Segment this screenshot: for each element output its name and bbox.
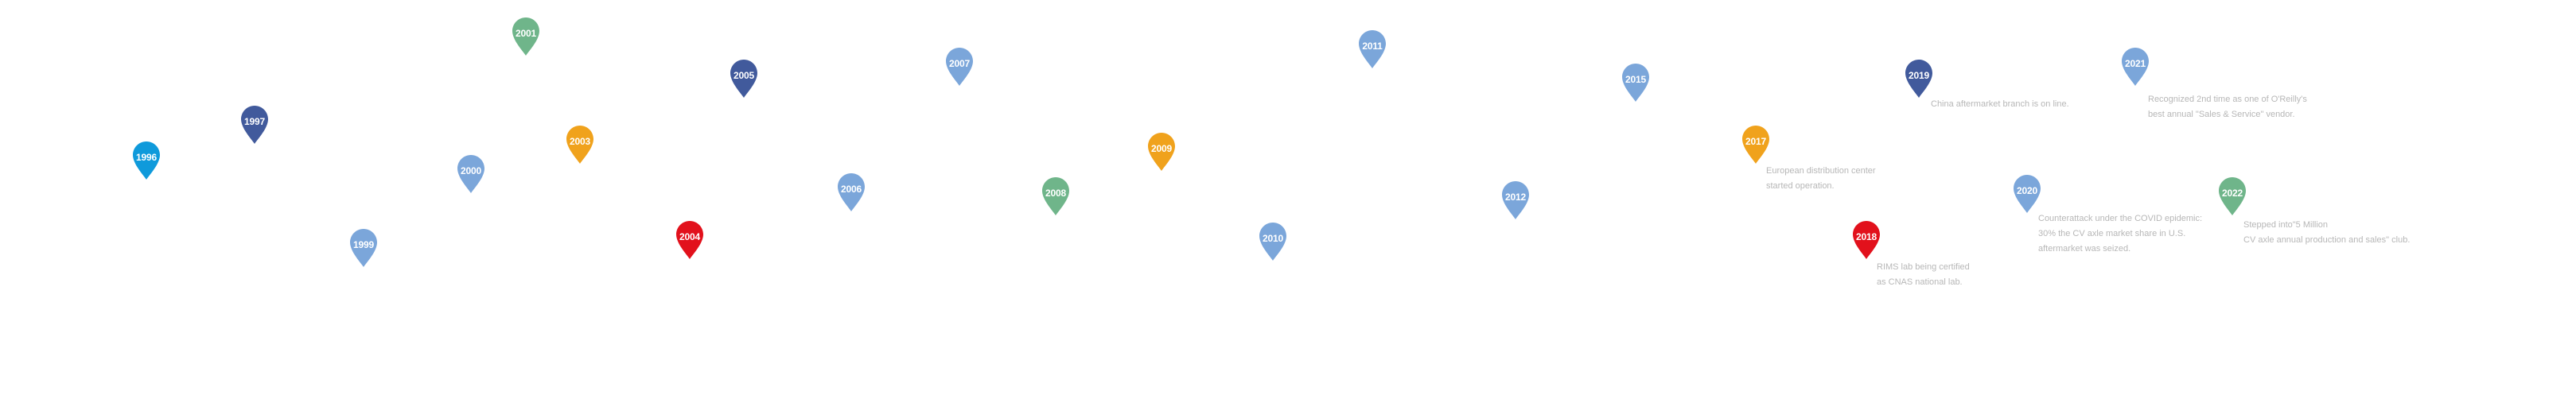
milestone-year: 2000 bbox=[461, 165, 481, 176]
note-line: Recognized 2nd time as one of O'Reilly's bbox=[2148, 95, 2307, 104]
milestone-year: 1996 bbox=[136, 152, 157, 163]
milestone-pin-2004: 2004 bbox=[675, 219, 705, 261]
note-line: RIMS lab being certified bbox=[1877, 262, 1970, 272]
milestone-year: 1999 bbox=[353, 239, 374, 250]
milestone-year: 2018 bbox=[1856, 231, 1877, 242]
milestone-pin-1996: 1996 bbox=[131, 140, 161, 181]
map-pin-icon bbox=[241, 106, 268, 144]
milestone-note-2017: European distribution center started ope… bbox=[1766, 164, 1876, 194]
note-line: European distribution center bbox=[1766, 166, 1876, 176]
map-pin-icon bbox=[1622, 64, 1649, 102]
milestone-year: 2020 bbox=[2017, 185, 2037, 196]
milestone-note-2020: Counterattack under the COVID epidemic: … bbox=[2038, 211, 2202, 257]
note-line: as CNAS national lab. bbox=[1877, 277, 1963, 287]
milestone-pin-2017: 2017 bbox=[1741, 124, 1771, 165]
milestone-year: 2011 bbox=[1362, 41, 1383, 52]
milestone-year: 2006 bbox=[841, 184, 862, 195]
milestone-year: 2021 bbox=[2125, 58, 2146, 69]
map-pin-icon bbox=[1742, 126, 1769, 164]
milestone-pin-2021: 2021 bbox=[2120, 46, 2150, 87]
milestone-pin-2006: 2006 bbox=[836, 172, 866, 213]
map-pin-icon bbox=[133, 141, 160, 180]
milestone-pin-2012: 2012 bbox=[1500, 180, 1531, 221]
milestone-year: 1997 bbox=[244, 116, 265, 127]
milestone-note-2021: Recognized 2nd time as one of O'Reilly's… bbox=[2148, 92, 2307, 122]
map-pin-icon bbox=[946, 48, 973, 86]
map-pin-icon bbox=[350, 229, 377, 267]
milestone-pin-2022: 2022 bbox=[2217, 176, 2247, 217]
milestone-pin-2008: 2008 bbox=[1041, 176, 1071, 217]
milestone-pin-2003: 2003 bbox=[565, 124, 595, 165]
note-line: Stepped into"5 Million bbox=[2243, 220, 2329, 230]
map-pin-icon bbox=[1502, 181, 1529, 219]
map-pin-icon bbox=[566, 126, 593, 164]
milestone-pin-2007: 2007 bbox=[944, 46, 975, 87]
milestone-pin-1999: 1999 bbox=[348, 227, 379, 269]
map-pin-icon bbox=[2219, 177, 2246, 215]
milestone-year: 2001 bbox=[516, 28, 536, 39]
map-pin-icon bbox=[1148, 133, 1175, 171]
note-line: CV axle annual production and sales" clu… bbox=[2243, 235, 2411, 245]
map-pin-icon bbox=[1042, 177, 1069, 215]
map-pin-icon bbox=[2122, 48, 2149, 86]
milestone-pin-2011: 2011 bbox=[1357, 29, 1387, 70]
map-pin-icon bbox=[1359, 30, 1386, 68]
milestone-pin-2010: 2010 bbox=[1258, 221, 1288, 262]
milestone-year: 2008 bbox=[1045, 188, 1066, 199]
milestone-year: 2009 bbox=[1151, 143, 1172, 154]
milestone-pin-2020: 2020 bbox=[2012, 173, 2042, 215]
milestone-pin-2005: 2005 bbox=[729, 58, 759, 99]
note-line: China aftermarket branch is on line. bbox=[1931, 99, 2069, 109]
map-pin-icon bbox=[730, 60, 757, 98]
map-pin-icon bbox=[2014, 175, 2041, 213]
milestone-pin-2000: 2000 bbox=[456, 153, 486, 195]
note-line: best annual "Sales & Service" vendor. bbox=[2148, 110, 2295, 119]
milestone-year: 2017 bbox=[1745, 136, 1766, 147]
milestone-pin-2015: 2015 bbox=[1621, 62, 1651, 103]
milestone-year: 2007 bbox=[949, 58, 970, 69]
milestone-year: 2004 bbox=[679, 231, 700, 242]
milestone-year: 2003 bbox=[570, 136, 590, 147]
map-pin-icon bbox=[838, 173, 865, 211]
milestone-pin-2019: 2019 bbox=[1904, 58, 1934, 99]
milestone-pin-2001: 2001 bbox=[511, 16, 541, 57]
map-pin-icon bbox=[512, 17, 539, 56]
milestone-year: 2005 bbox=[733, 70, 754, 81]
milestone-pin-2009: 2009 bbox=[1146, 131, 1177, 172]
milestone-year: 2022 bbox=[2222, 188, 2243, 199]
map-pin-icon bbox=[1259, 223, 1286, 261]
milestone-year: 2019 bbox=[1909, 70, 1929, 81]
map-pin-icon bbox=[457, 155, 484, 193]
map-pin-icon bbox=[676, 221, 703, 259]
note-line: started operation. bbox=[1766, 181, 1835, 191]
note-line: aftermarket was seized. bbox=[2038, 244, 2131, 254]
map-pin-icon bbox=[1905, 60, 1932, 98]
note-line: Counterattack under the COVID epidemic: bbox=[2038, 214, 2203, 223]
milestone-note-2019: China aftermarket branch is on line. bbox=[1931, 97, 2069, 112]
milestone-pin-1997: 1997 bbox=[239, 104, 270, 145]
map-pin-icon bbox=[1853, 221, 1880, 259]
milestone-pin-2018: 2018 bbox=[1851, 219, 1881, 261]
note-line: 30% the CV axle market share in U.S. bbox=[2038, 229, 2186, 238]
milestone-year: 2010 bbox=[1263, 233, 1283, 244]
milestone-note-2022: Stepped into"5 Million CV axle annual pr… bbox=[2243, 218, 2410, 248]
milestone-year: 2015 bbox=[1625, 74, 1646, 85]
milestone-year: 2012 bbox=[1505, 192, 1526, 203]
milestone-note-2018: RIMS lab being certified as CNAS nationa… bbox=[1877, 260, 1970, 290]
